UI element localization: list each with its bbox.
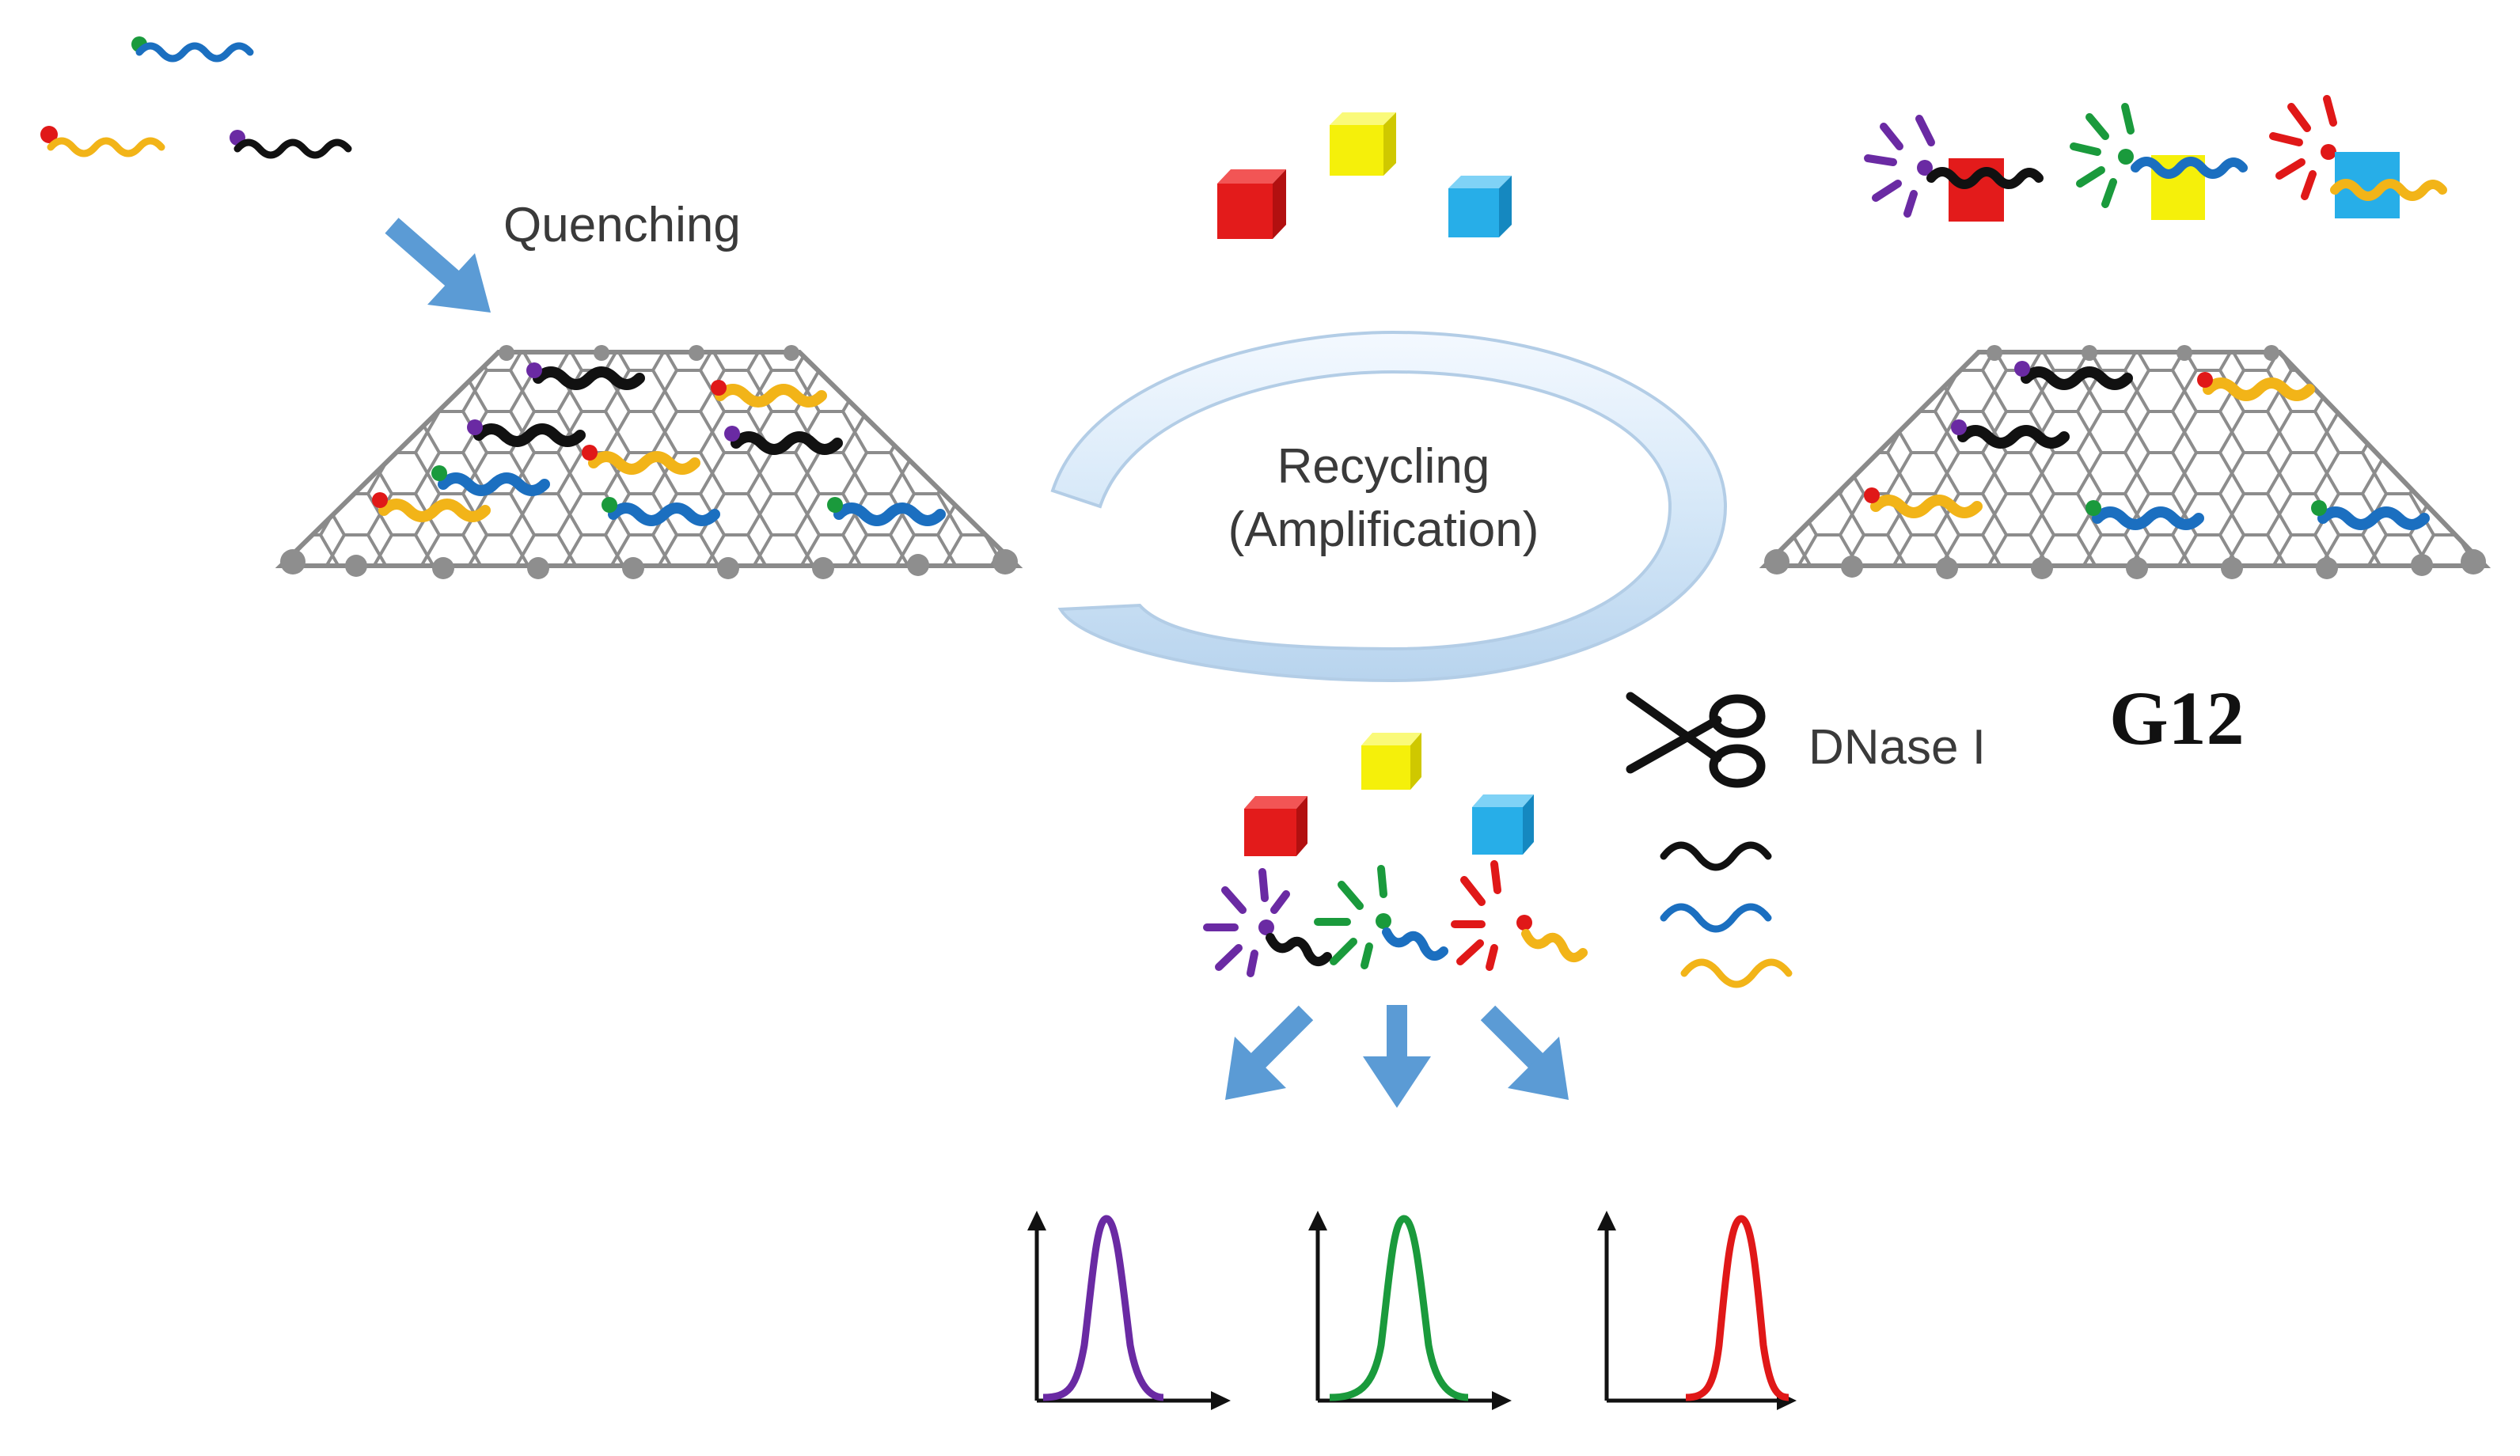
released-dye-red — [1451, 860, 1588, 971]
signal-arrow-right — [1480, 1005, 1569, 1100]
recycling-cycle-arrow — [1050, 330, 1728, 683]
signal-arrow-center — [1363, 1005, 1431, 1108]
complex-violet-red-cube — [1864, 115, 2044, 222]
graphene-sheet-left — [275, 345, 1023, 579]
complex-red-cyan-cube — [2269, 95, 2447, 218]
target-cube-red-top — [1217, 169, 1286, 239]
signal-arrow-left — [1225, 1005, 1314, 1100]
quenching-label: Quenching — [503, 198, 741, 252]
target-cube-red-bottom — [1244, 796, 1307, 856]
released-dye-violet — [1203, 868, 1332, 977]
emission-spectrum-red — [1597, 1211, 1797, 1410]
free-probe-yellow — [40, 126, 165, 157]
digested-fragments — [1660, 841, 1793, 988]
emission-spectrum-violet — [1027, 1211, 1231, 1410]
scissors-icon — [1626, 692, 1766, 788]
material-label: G12 — [2109, 676, 2245, 760]
amplification-label: (Amplification) — [1228, 502, 1539, 557]
target-cube-yellow-top — [1330, 112, 1396, 176]
recycling-label: Recycling — [1277, 439, 1490, 494]
complex-green-yellow-cube — [2070, 103, 2248, 220]
graphene-sheet-right — [1759, 345, 2492, 579]
target-cube-cyan-bottom — [1472, 794, 1534, 855]
released-dye-green — [1314, 865, 1448, 969]
enzyme-label: DNase I — [1808, 720, 1986, 775]
free-probe-black — [230, 130, 352, 159]
target-cube-cyan-top — [1448, 176, 1512, 237]
emission-spectrum-green — [1308, 1211, 1512, 1410]
target-cube-yellow-bottom — [1361, 733, 1421, 790]
free-probe-blue — [131, 36, 254, 63]
quenching-arrow — [385, 218, 491, 313]
